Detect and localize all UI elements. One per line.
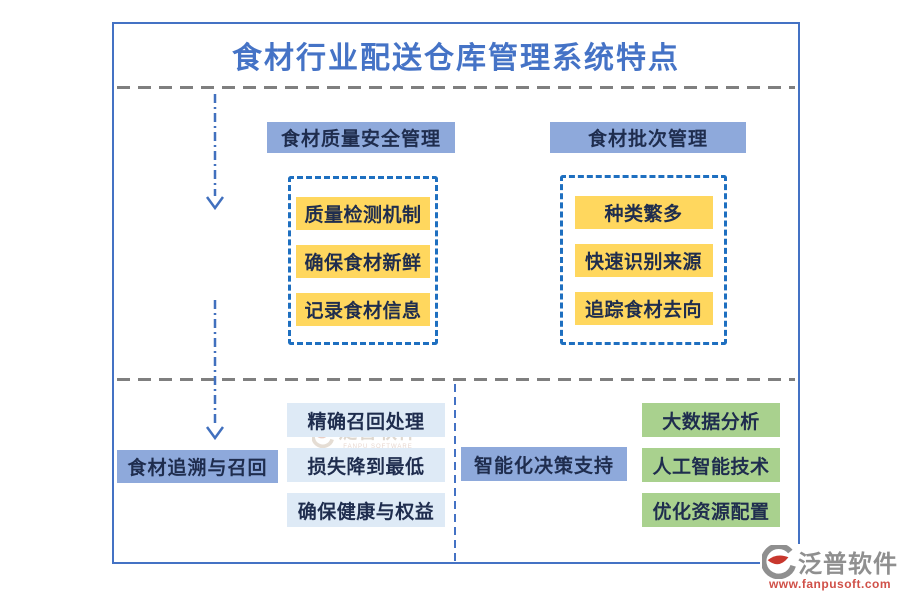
divider-vertical-dashed: [454, 384, 456, 561]
trace-recall-items: 精确召回处理 损失降到最低 确保健康与权益: [287, 403, 445, 527]
list-item-optimize-resources: 优化资源配置: [642, 493, 780, 527]
list-item-health-rights: 确保健康与权益: [287, 493, 445, 527]
list-item-record-info: 记录食材信息: [296, 293, 430, 326]
page-title: 食材行业配送仓库管理系统特点: [232, 42, 680, 75]
list-item-precise-recall: 精确召回处理: [287, 403, 445, 437]
section-header-batch: 食材批次管理: [550, 122, 746, 153]
diagram-border: [112, 22, 800, 564]
list-item-big-data: 大数据分析: [642, 403, 780, 437]
brand-name: 泛普软件: [798, 551, 898, 578]
section-header-quality-safety: 食材质量安全管理: [267, 122, 455, 153]
list-item-ai-tech: 人工智能技术: [642, 448, 780, 482]
list-item-track-destination: 追踪食材去向: [574, 292, 713, 325]
brand-website: www.fanpusoft.com: [768, 577, 892, 591]
list-item-minimize-loss: 损失降到最低: [287, 448, 445, 482]
list-item-variety: 种类繁多: [574, 196, 713, 229]
batch-group-box: 种类繁多 快速识别来源 追踪食材去向: [560, 175, 727, 345]
brand-logo: 泛普软件 www.fanpusoft.com: [760, 544, 900, 591]
list-item-identify-source: 快速识别来源: [574, 244, 713, 277]
watermark-subtext: FANPU SOFTWARE: [343, 444, 413, 450]
list-item-quality-check: 质量检测机制: [296, 197, 430, 230]
section-header-smart-decision: 智能化决策支持: [461, 447, 627, 481]
smart-decision-items: 大数据分析 人工智能技术 优化资源配置: [642, 403, 780, 527]
section-header-trace-recall: 食材追溯与召回: [117, 450, 278, 483]
quality-safety-group-box: 质量检测机制 确保食材新鲜 记录食材信息: [288, 176, 438, 345]
list-item-freshness: 确保食材新鲜: [296, 245, 430, 278]
fanpu-logo-icon: [762, 544, 796, 579]
divider-middle-dashed: [117, 378, 795, 381]
divider-top-dashed: [117, 86, 795, 89]
